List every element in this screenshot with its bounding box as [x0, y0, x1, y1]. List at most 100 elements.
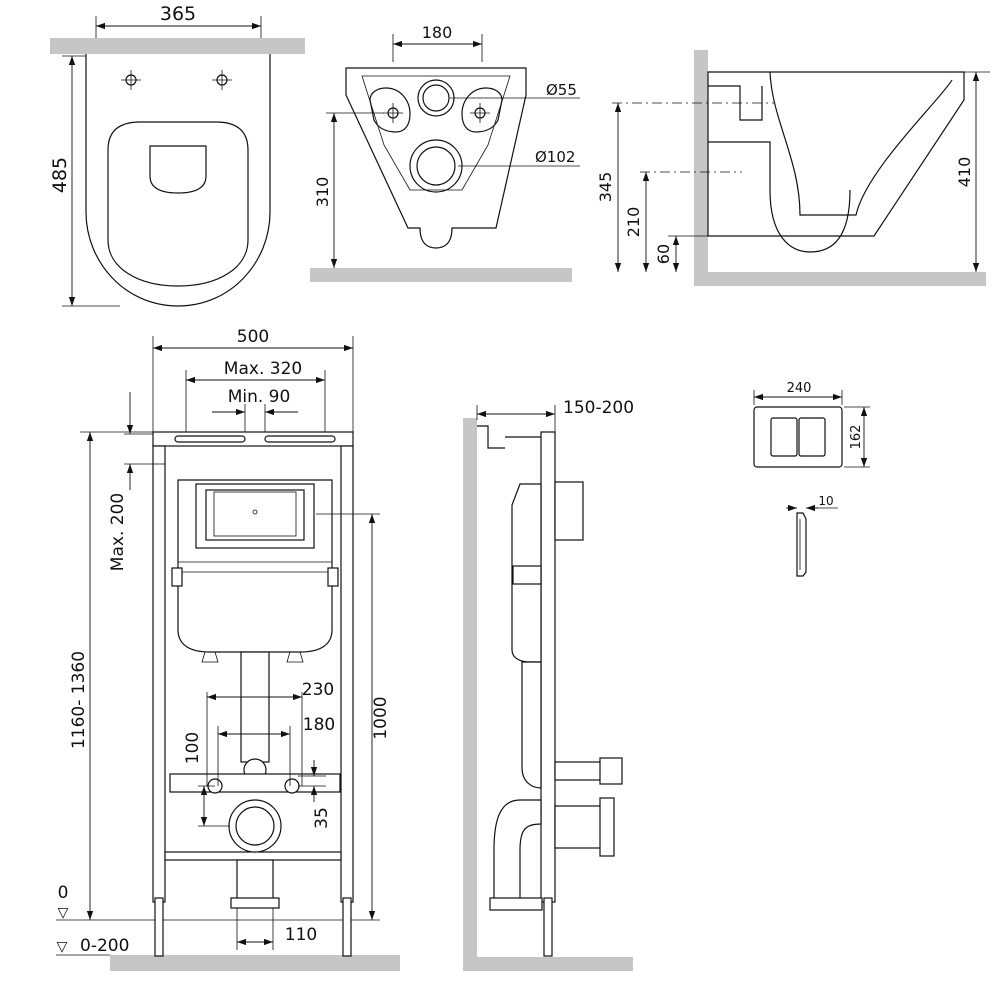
dim-label: 60: [654, 244, 673, 264]
dim-label: 100: [183, 732, 203, 764]
frame-front-view: 500 Max. 320 Min. 90 Max. 200 1160- 1360: [56, 327, 400, 971]
bolt-right: [284, 778, 300, 794]
dim-label: 410: [955, 157, 974, 188]
bowl-back-outline: [345, 67, 527, 249]
dim-410: 410: [955, 72, 980, 272]
level-floor-mark: ▽: [57, 939, 68, 955]
flush-pipe: [240, 651, 270, 763]
dim-diameter-102: Ø102: [458, 148, 580, 167]
bowl-outline: [85, 54, 271, 307]
dim-label: Ø102: [535, 148, 575, 166]
bowl-profile: [707, 71, 965, 237]
bowl-inner-curve: [769, 71, 953, 216]
floor-hatch: [463, 957, 633, 971]
wall-bracket: [477, 425, 505, 449]
dim-label: Max. 320: [224, 359, 302, 379]
flush-inlet: [708, 85, 763, 121]
frame-right-post: [340, 445, 354, 903]
hole-left-housing: [369, 87, 411, 133]
dim-label: 1160- 1360: [69, 651, 89, 749]
floor-hatch: [310, 268, 572, 282]
drain-pipe: [236, 859, 274, 905]
frame-left-leg: [154, 897, 164, 957]
dim-label: 180: [303, 715, 335, 735]
dim-spacing-180: 180: [392, 23, 483, 62]
flush-pipe-side: [521, 661, 542, 789]
dim-label: 310: [313, 177, 332, 208]
wall-hatch: [694, 50, 708, 272]
button-left: [770, 417, 798, 457]
dim-label: 230: [302, 680, 334, 700]
dim-label: 240: [787, 381, 812, 396]
dim-plate-thickness: 10: [786, 494, 838, 512]
dim-345: 345: [596, 103, 622, 272]
drain-elbow: [493, 799, 542, 901]
dim-label: 210: [624, 207, 643, 238]
dim-height-1000: 1000: [316, 513, 391, 920]
dim-label: 150-200: [563, 398, 634, 418]
dim-height-310: 310: [313, 112, 384, 268]
dim-max-320: Max. 320: [185, 359, 326, 420]
dim-100: 100: [183, 732, 230, 827]
waste-connector: [554, 805, 604, 849]
dim-plate-height: 162: [844, 406, 870, 468]
frame-side-view: 150-200: [463, 398, 634, 971]
dim-label: 365: [160, 3, 196, 25]
dim-label: 110: [285, 925, 317, 945]
button-right: [798, 417, 826, 457]
level-zero-mark: ▽: [58, 905, 69, 921]
dim-min-90: Min. 90: [212, 387, 298, 432]
mount-hole-left: [121, 70, 141, 90]
bowl-inner-outline: [361, 75, 511, 191]
button-plate: [753, 406, 843, 468]
button-plate-side: [796, 512, 807, 577]
dim-width-365: 365: [95, 3, 262, 38]
side-view: 345 210 60 410: [596, 50, 990, 286]
frame-post: [540, 431, 556, 903]
level-zero-label: 0: [58, 883, 69, 903]
dim-label: 500: [237, 327, 269, 347]
mount-rail: [169, 773, 341, 793]
dim-label: 162: [849, 425, 864, 450]
dim-label: Max. 200: [108, 493, 128, 571]
dim-label: 345: [596, 172, 615, 203]
dim-max-200: Max. 200: [108, 392, 165, 571]
dim-label: Ø55: [546, 81, 577, 99]
front-view: 180 Ø55 Ø102 310: [310, 23, 580, 282]
dim-180: 180: [217, 715, 335, 786]
dim-total-height: 1160- 1360: [69, 431, 153, 920]
dim-210: 210: [624, 172, 650, 272]
frame-right-leg: [342, 897, 352, 957]
seat-outline: [107, 121, 249, 287]
dim-length-485: 485: [49, 55, 120, 307]
button-frame: [554, 481, 584, 541]
top-view: 365 485: [49, 3, 305, 307]
dim-plate-width: 240: [753, 381, 843, 405]
frame-bottom-bar: [164, 851, 342, 861]
hole-right-housing: [461, 87, 503, 133]
dim-label: 1000: [371, 696, 391, 739]
dim-label: 10: [818, 494, 833, 508]
floor-hatch: [694, 272, 986, 286]
button-plate-view: 240 162 10: [753, 381, 870, 577]
dim-110: 110: [236, 908, 317, 950]
dim-diameter-55: Ø55: [450, 81, 580, 99]
wall-hatch: [463, 418, 477, 960]
outlet-102: [409, 139, 463, 193]
dim-35: 35: [298, 760, 332, 829]
mount-hole-right: [212, 70, 232, 90]
dim-label: 485: [49, 157, 71, 193]
wall-hatch: [50, 38, 305, 54]
floor-hatch: [110, 955, 400, 971]
waste-outlet: [708, 141, 851, 253]
level-range-label: 0-200: [80, 936, 129, 956]
frame-left-post: [152, 445, 166, 903]
dim-230: 230: [206, 680, 334, 786]
dim-width-500: 500: [152, 327, 354, 432]
dim-60: 60: [654, 236, 680, 272]
dim-label: 180: [422, 23, 453, 42]
dim-label: 35: [312, 807, 332, 829]
dim-depth-150-200: 150-200: [476, 398, 634, 432]
dim-label: Min. 90: [228, 387, 291, 407]
